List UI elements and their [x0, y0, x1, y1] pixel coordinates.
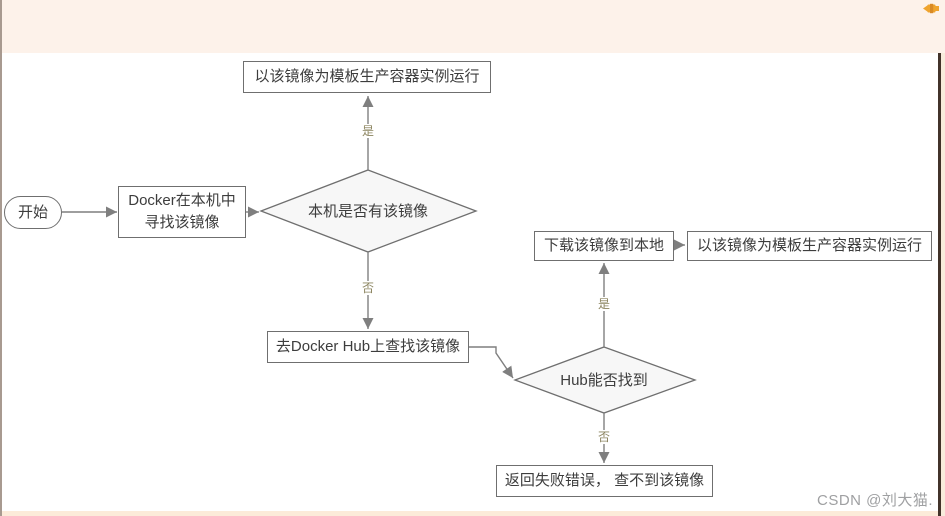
- edge-label-hub-no: 否: [595, 430, 613, 444]
- node-run-instance-right: 以该镜像为模板生产容器实例运行: [687, 231, 932, 261]
- node-run-instance-top: 以该镜像为模板生产容器实例运行: [243, 61, 491, 93]
- left-edge-border: [0, 0, 2, 516]
- node-decision-local-label: 本机是否有该镜像: [307, 202, 428, 220]
- edge-label-local-no: 否: [359, 281, 377, 295]
- node-hub-search: 去Docker Hub上查找该镜像: [267, 331, 469, 363]
- bottom-margin-strip: [2, 511, 938, 516]
- edge-hubsearch-to-decision: [468, 346, 514, 379]
- node-find-local: Docker在本机中寻找该镜像: [118, 186, 246, 238]
- node-decision-hub-label: Hub能否找到: [560, 371, 648, 389]
- right-edge-border: [938, 53, 941, 516]
- pushpin-icon: [923, 3, 939, 14]
- node-download: 下载该镜像到本地: [534, 231, 674, 261]
- right-margin-strip: [941, 53, 945, 516]
- node-fail: 返回失败错误， 查不到该镜像: [496, 465, 713, 497]
- node-start: 开始: [4, 196, 62, 229]
- csdn-watermark: CSDN @刘大猫.: [817, 492, 934, 509]
- edge-label-hub-yes: 是: [595, 297, 613, 311]
- edge-label-local-yes: 是: [359, 124, 377, 138]
- header-band: [2, 0, 945, 53]
